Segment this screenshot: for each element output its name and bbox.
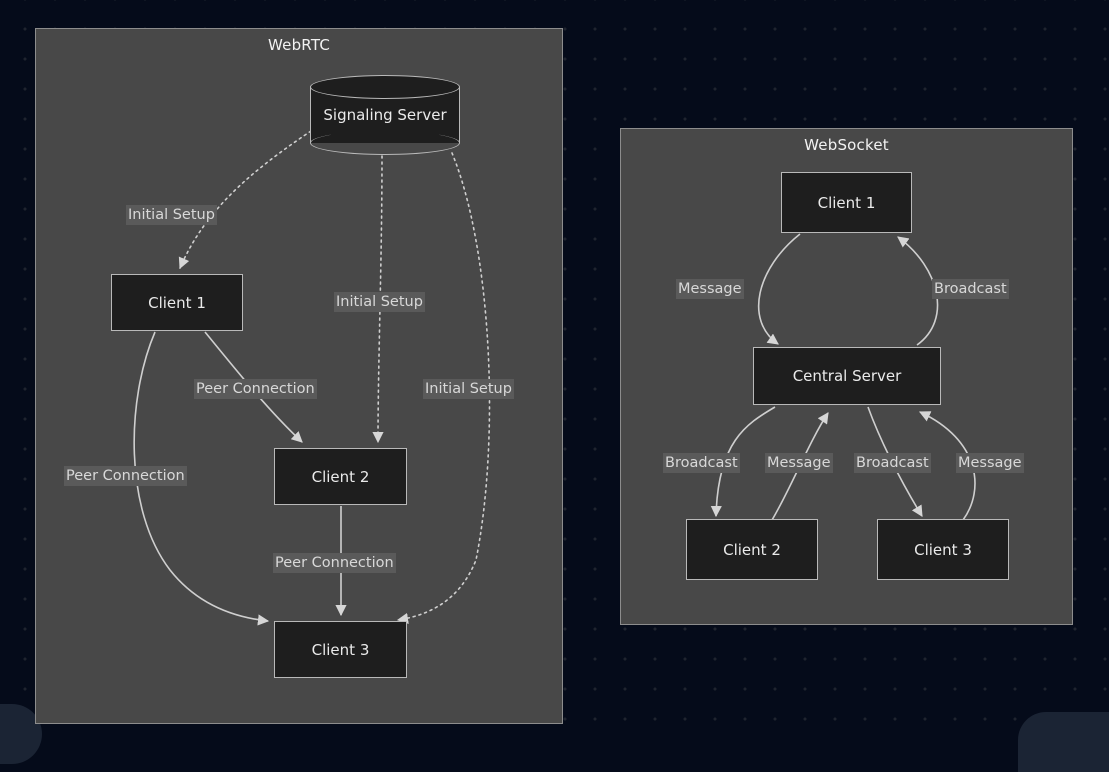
node-ws-client2[interactable]: Client 2 [686,519,818,580]
node-ws-client1[interactable]: Client 1 [781,172,912,233]
edge-label-ws-message-client3: Message [956,453,1024,473]
edge-label-ws-message-client1: Message [676,279,744,299]
edge-label-peer-connection-2: Peer Connection [64,466,187,486]
edge-label-peer-connection-3: Peer Connection [273,553,396,573]
panel-websocket-title: WebSocket [804,136,889,154]
panel-webrtc-title: WebRTC [268,36,330,54]
node-ws-central-server[interactable]: Central Server [753,347,941,405]
node-signaling-server[interactable]: Signaling Server [310,75,460,155]
edge-label-ws-message-client2: Message [765,453,833,473]
cylinder-top-ellipse [310,75,460,99]
node-signaling-server-label: Signaling Server [323,106,447,124]
edge-label-initial-setup-2: Initial Setup [334,292,425,312]
node-ws-client3[interactable]: Client 3 [877,519,1009,580]
edge-label-peer-connection-1: Peer Connection [194,379,317,399]
edge-label-ws-broadcast-client3: Broadcast [854,453,931,473]
edge-label-initial-setup-1: Initial Setup [126,205,217,225]
node-webrtc-client2[interactable]: Client 2 [274,448,407,505]
node-webrtc-client1[interactable]: Client 1 [111,274,243,331]
panel-webrtc[interactable]: WebRTC [35,28,563,724]
edge-label-ws-broadcast-client2: Broadcast [663,453,740,473]
edge-label-ws-broadcast-client1: Broadcast [932,279,1009,299]
node-webrtc-client3[interactable]: Client 3 [274,621,407,678]
edge-label-initial-setup-3: Initial Setup [423,379,514,399]
bottom-right-chrome-blob [1018,712,1109,772]
